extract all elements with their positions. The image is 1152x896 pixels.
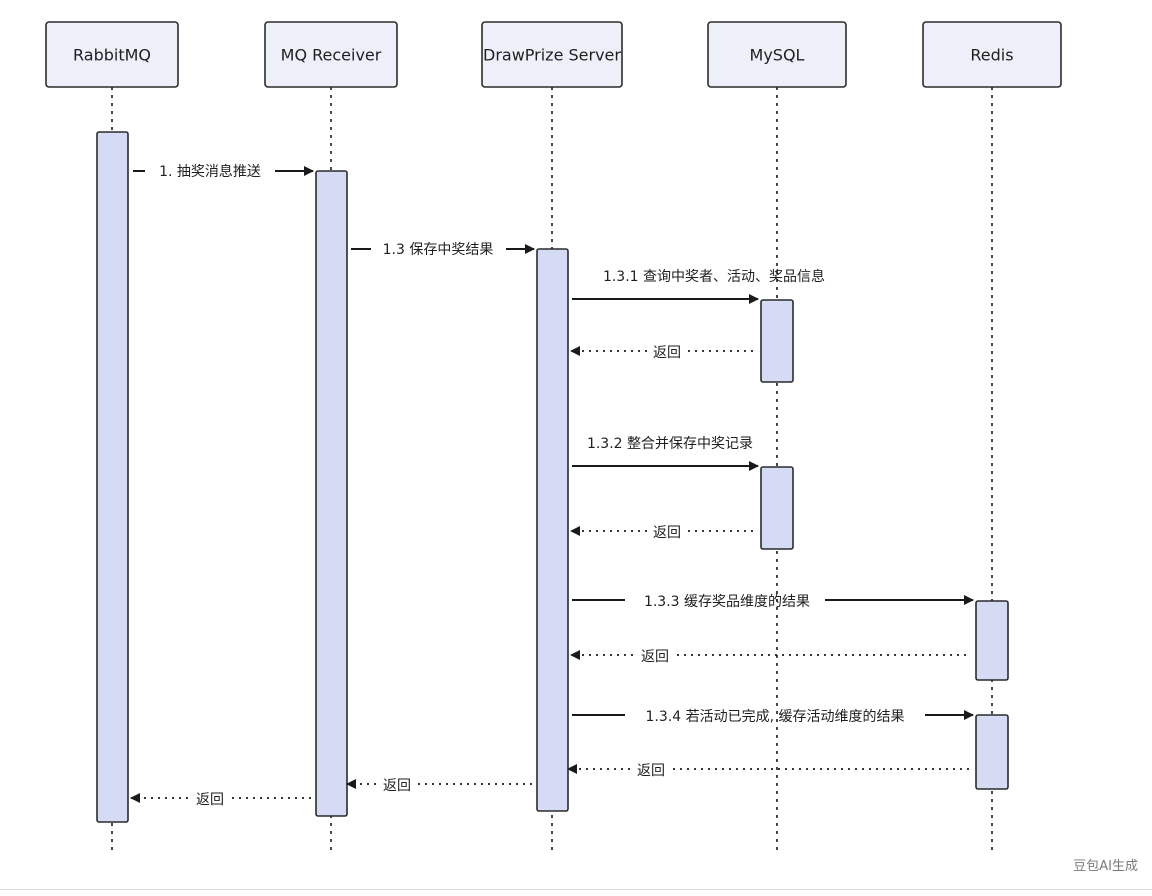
activation-bars: [96, 131, 1009, 823]
message-label-m13: 1.3 保存中奖结果: [383, 241, 494, 258]
participant-label-redis: Redis: [970, 46, 1013, 65]
message-m131: 1.3.1 查询中奖者、活动、奖品信息: [572, 268, 825, 304]
participant-label-rabbitmq: RabbitMQ: [73, 46, 151, 65]
message-r1: 返回: [130, 792, 312, 808]
message-r13: 返回: [346, 778, 533, 794]
message-r131: 返回: [570, 345, 756, 361]
message-label-r134: 返回: [637, 763, 665, 779]
message-m132: 1.3.2 整合并保存中奖记录: [572, 435, 759, 471]
participant-label-drawprize-server: DrawPrize Server: [483, 46, 621, 65]
participant-label-mq-receiver: MQ Receiver: [281, 46, 382, 65]
participant-box-redis: [922, 21, 1062, 88]
message-label-r133: 返回: [641, 649, 669, 665]
activation-bar-drawprize-server-2: [536, 248, 569, 812]
message-r132: 返回: [570, 525, 756, 541]
message-label-m132: 1.3.2 整合并保存中奖记录: [587, 435, 753, 452]
message-label-r132: 返回: [653, 525, 681, 541]
message-label-r1: 返回: [196, 792, 224, 808]
message-label-m134: 1.3.4 若活动已完成, 缓存活动维度的结果: [646, 709, 905, 725]
activation-bar-redis-5: [975, 600, 1009, 681]
activation-bar-rabbitmq-0: [96, 131, 129, 823]
message-label-m131: 1.3.1 查询中奖者、活动、奖品信息: [603, 268, 825, 285]
activation-bar-mysql-4: [760, 466, 794, 550]
message-label-r13: 返回: [383, 778, 411, 794]
participant-label-mysql: MySQL: [750, 46, 805, 65]
message-m1: 1. 抽奖消息推送: [133, 163, 314, 180]
participant-box-mysql: [707, 21, 847, 88]
messages: 1. 抽奖消息推送 1.3 保存中奖结果 1.3.1 查询中奖者、活动、奖品信息返回…: [130, 163, 974, 808]
message-r134: 返回: [567, 763, 971, 779]
watermark: 豆包AI生成: [1073, 859, 1138, 874]
activation-bar-mysql-3: [760, 299, 794, 383]
activation-bar-mq-receiver-1: [315, 170, 348, 817]
participant-box-rabbitmq: [45, 21, 179, 88]
message-m133: 1.3.3 缓存奖品维度的结果: [572, 593, 974, 610]
participants: RabbitMQ MQ Receiver DrawPrize Server MySQL…: [45, 21, 1062, 88]
participant-box-drawprize-server: [481, 21, 623, 88]
participant-box-mq-receiver: [264, 21, 398, 88]
message-r133: 返回: [570, 649, 971, 665]
activation-bar-redis-6: [975, 714, 1009, 790]
bottom-divider: [0, 889, 1152, 890]
message-m13: 1.3 保存中奖结果: [351, 241, 535, 258]
message-label-r131: 返回: [653, 345, 681, 361]
message-m134: 1.3.4 若活动已完成, 缓存活动维度的结果: [572, 709, 974, 725]
message-label-m1: 1. 抽奖消息推送: [159, 163, 261, 180]
message-label-m133: 1.3.3 缓存奖品维度的结果: [644, 593, 810, 610]
